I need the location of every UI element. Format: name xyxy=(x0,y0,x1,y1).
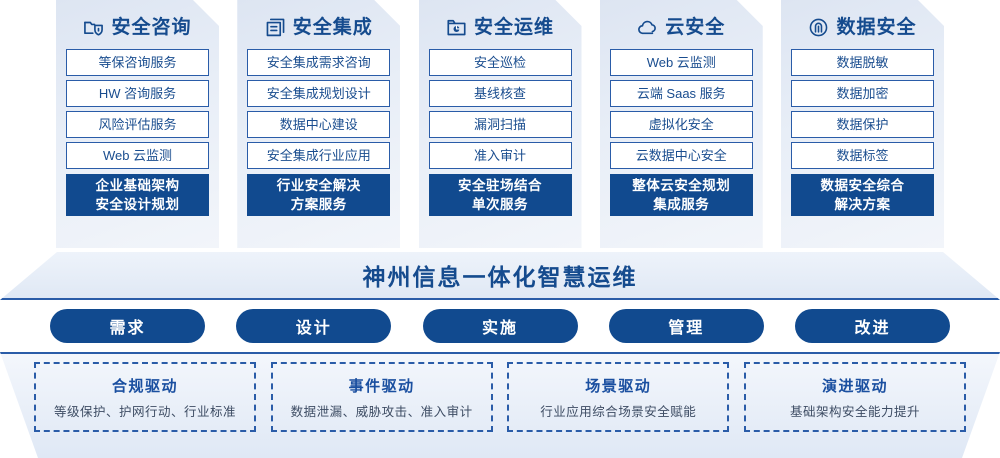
capability-column-cloud-security[interactable]: 云安全 Web 云监测 云端 Saas 服务 虚拟化安全 云数据中心安全 整体云… xyxy=(600,0,763,248)
drivers-edge xyxy=(0,352,1000,458)
drivers-shape xyxy=(0,352,1000,458)
column-title: 安全咨询 xyxy=(111,16,192,38)
lifecycle-stage-improvement[interactable]: 改进 xyxy=(795,309,950,343)
column-header: 安全集成 xyxy=(247,9,390,45)
column-title: 云安全 xyxy=(665,16,726,38)
driver-compliance[interactable]: 合规驱动 等级保护、护网行动、行业标准 xyxy=(34,362,256,432)
service-item-list: 等保咨询服务 HW 咨询服务 风险评估服务 Web 云监测 xyxy=(66,49,209,169)
driver-description: 基础架构安全能力提升 xyxy=(789,404,920,419)
service-item[interactable]: 数据中心建设 xyxy=(247,111,390,138)
capability-column-data-security[interactable]: 数据安全 数据脱敏 数据加密 数据保护 数据标签 数据安全综合 解决方案 xyxy=(781,0,944,248)
service-item-list: 安全巡检 基线核查 漏洞扫描 准入审计 xyxy=(429,49,572,169)
service-item[interactable]: 数据加密 xyxy=(791,80,934,107)
driver-evolution[interactable]: 演进驱动 基础架构安全能力提升 xyxy=(743,362,966,432)
service-item[interactable]: Web 云监测 xyxy=(66,142,209,169)
service-item[interactable]: 安全集成行业应用 xyxy=(247,142,390,169)
column-summary-box[interactable]: 行业安全解决 方案服务 xyxy=(247,174,390,216)
column-summary-box[interactable]: 数据安全综合 解决方案 xyxy=(791,174,934,216)
drivers-section: 合规驱动 等级保护、护网行动、行业标准 事件驱动 数据泄漏、威胁攻击、准入审计 … xyxy=(0,352,1000,458)
service-item[interactable]: 等保咨询服务 xyxy=(66,49,209,76)
service-item-list: Web 云监测 云端 Saas 服务 虚拟化安全 云数据中心安全 xyxy=(610,49,753,169)
banner-shape xyxy=(0,252,1000,300)
lifecycle-stage-management[interactable]: 管理 xyxy=(608,309,764,343)
column-title: 安全集成 xyxy=(292,16,373,38)
column-summary-line-1: 企业基础架构 xyxy=(95,178,180,193)
column-summary-line-1: 安全驻场结合 xyxy=(458,178,542,193)
server-stack-icon xyxy=(265,17,286,38)
driver-title: 演进驱动 xyxy=(821,377,888,395)
column-header: 数据安全 xyxy=(791,9,934,45)
driver-description: 行业应用综合场景安全赋能 xyxy=(540,404,697,419)
service-item[interactable]: Web 云监测 xyxy=(610,49,753,76)
column-header: 安全运维 xyxy=(429,9,572,45)
column-summary-line-1: 行业安全解决 xyxy=(276,178,361,193)
lifecycle-stage-implementation[interactable]: 实施 xyxy=(422,309,578,343)
lifecycle-stage-list: 需求 设计 实施 管理 改进 xyxy=(0,309,1000,345)
capability-columns: 安全咨询 等保咨询服务 HW 咨询服务 风险评估服务 Web 云监测 企业基础架… xyxy=(0,0,1000,252)
service-item-list: 数据脱敏 数据加密 数据保护 数据标签 xyxy=(791,49,934,169)
column-summary-line-2: 方案服务 xyxy=(290,197,347,212)
service-item[interactable]: 安全巡检 xyxy=(429,49,572,76)
service-item[interactable]: 云端 Saas 服务 xyxy=(610,80,753,107)
monitor-chart-icon xyxy=(446,17,467,38)
lifecycle-stage-design[interactable]: 设计 xyxy=(236,309,392,343)
column-summary-line-2: 解决方案 xyxy=(834,197,891,212)
driver-incident[interactable]: 事件驱动 数据泄漏、威胁攻击、准入审计 xyxy=(270,362,493,432)
column-header: 云安全 xyxy=(610,9,753,45)
lifecycle-stage-requirement[interactable]: 需求 xyxy=(50,309,205,343)
column-summary-line-2: 单次服务 xyxy=(472,197,528,212)
service-item[interactable]: 安全集成需求咨询 xyxy=(247,49,390,76)
capability-column-security-integration[interactable]: 安全集成 安全集成需求咨询 安全集成规划设计 数据中心建设 安全集成行业应用 行… xyxy=(237,0,400,248)
column-summary-box[interactable]: 整体云安全规划 集成服务 xyxy=(610,174,753,216)
column-summary-line-1: 数据安全综合 xyxy=(820,178,905,193)
column-summary-box[interactable]: 企业基础架构 安全设计规划 xyxy=(66,174,209,216)
column-title: 数据安全 xyxy=(836,16,917,38)
service-item[interactable]: 准入审计 xyxy=(429,142,572,169)
fingerprint-icon xyxy=(808,17,829,38)
banner-title: 神州信息一体化智慧运维 xyxy=(362,264,638,290)
column-header: 安全咨询 xyxy=(66,9,209,45)
driver-title: 合规驱动 xyxy=(111,377,178,395)
driver-list: 合规驱动 等级保护、护网行动、行业标准 事件驱动 数据泄漏、威胁攻击、准入审计 … xyxy=(0,352,1000,458)
column-summary-line-1: 整体云安全规划 xyxy=(632,178,731,193)
service-item[interactable]: 数据保护 xyxy=(791,111,934,138)
service-item-list: 安全集成需求咨询 安全集成规划设计 数据中心建设 安全集成行业应用 xyxy=(247,49,390,169)
column-title: 安全运维 xyxy=(473,16,554,38)
platform-banner: 神州信息一体化智慧运维 xyxy=(0,252,1000,300)
service-item[interactable]: 数据标签 xyxy=(791,142,934,169)
capability-column-security-operations[interactable]: 安全运维 安全巡检 基线核查 漏洞扫描 准入审计 安全驻场结合 单次服务 xyxy=(419,0,582,248)
driver-title: 场景驱动 xyxy=(585,377,652,395)
capability-column-security-consulting[interactable]: 安全咨询 等保咨询服务 HW 咨询服务 风险评估服务 Web 云监测 企业基础架… xyxy=(56,0,219,248)
service-item[interactable]: 云数据中心安全 xyxy=(610,142,753,169)
service-item[interactable]: 数据脱敏 xyxy=(791,49,934,76)
service-item[interactable]: 基线核查 xyxy=(429,80,572,107)
banner-edge xyxy=(0,252,1000,300)
service-item[interactable]: 安全集成规划设计 xyxy=(247,80,390,107)
folder-shield-icon xyxy=(83,17,104,38)
column-summary-box[interactable]: 安全驻场结合 单次服务 xyxy=(429,174,572,216)
service-item[interactable]: 虚拟化安全 xyxy=(610,111,753,138)
service-item[interactable]: HW 咨询服务 xyxy=(66,80,209,107)
cloud-icon xyxy=(637,17,658,38)
service-item[interactable]: 漏洞扫描 xyxy=(429,111,572,138)
column-summary-line-2: 集成服务 xyxy=(653,197,710,212)
driver-title: 事件驱动 xyxy=(348,377,415,395)
service-item[interactable]: 风险评估服务 xyxy=(66,111,209,138)
column-summary-line-2: 安全设计规划 xyxy=(95,197,180,212)
driver-scenario[interactable]: 场景驱动 行业应用综合场景安全赋能 xyxy=(507,362,730,432)
driver-description: 等级保护、护网行动、行业标准 xyxy=(53,404,236,419)
driver-description: 数据泄漏、威胁攻击、准入审计 xyxy=(290,404,473,419)
